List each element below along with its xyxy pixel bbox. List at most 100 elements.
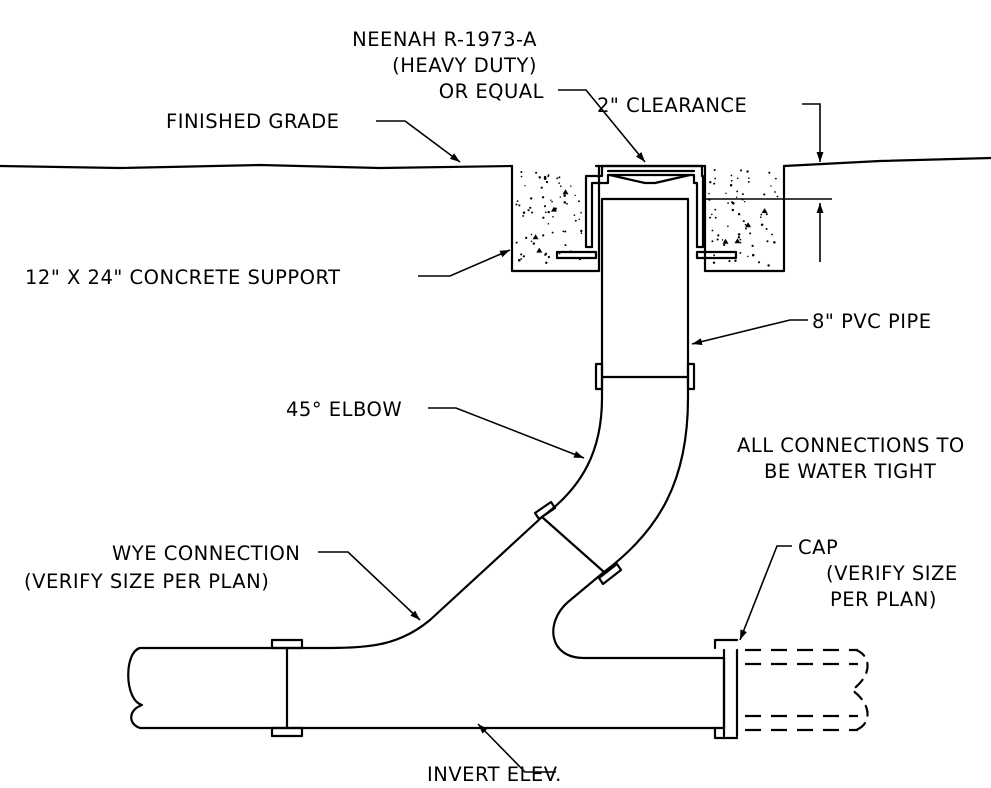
concrete-aggregate-dot	[527, 209, 530, 212]
concrete-aggregate-dot	[520, 258, 523, 260]
concrete-aggregate-dot	[559, 185, 562, 188]
concrete-aggregate-dot	[727, 202, 729, 204]
cap-label-line1: CAP	[798, 536, 838, 559]
concrete-aggregate-dot	[771, 233, 774, 236]
note-line2: BE WATER TIGHT	[764, 460, 936, 483]
concrete-aggregate-dot	[735, 196, 738, 198]
concrete-aggregate-dot	[760, 213, 763, 216]
concrete-aggregate-dot	[768, 171, 771, 174]
concrete-aggregate-dot	[713, 183, 715, 185]
concrete-aggregate-dot	[545, 180, 549, 184]
concrete-aggregate-dot	[744, 223, 747, 226]
concrete-aggregate-dot	[734, 259, 737, 262]
concrete-aggregate-dot	[520, 253, 523, 256]
concrete-aggregate-dot	[763, 193, 766, 196]
concrete-aggregate-dot	[714, 216, 717, 219]
concrete-aggregate-dot	[760, 223, 764, 226]
cap-label-line2: (VERIFY SIZE	[826, 562, 958, 585]
concrete-aggregate-dot	[522, 214, 525, 217]
concrete-aggregate-dot	[558, 176, 561, 179]
concrete-aggregate-dot	[542, 234, 545, 237]
clearance-label: 2" CLEARANCE	[597, 94, 747, 117]
cap	[713, 638, 739, 740]
concrete-aggregate-dot	[573, 214, 576, 217]
concrete-aggregate-triangle	[562, 189, 569, 195]
concrete-aggregate-dot	[741, 193, 744, 196]
concrete-aggregate-dot	[515, 241, 518, 244]
concrete-aggregate-triangle	[761, 208, 768, 214]
concrete-aggregate-dot	[713, 254, 716, 257]
concrete-aggregate-dot	[747, 180, 750, 183]
concrete-aggregate-dot	[711, 213, 713, 216]
concrete-aggregate-dot	[574, 194, 576, 197]
concrete-aggregate-triangle	[536, 247, 543, 253]
concrete-aggregate-dot	[543, 205, 547, 208]
clearance-dimension	[705, 133, 832, 262]
concrete-support-label: 12" X 24" CONCRETE SUPPORT	[25, 266, 341, 289]
concrete-aggregate-dot	[578, 218, 581, 221]
concrete-aggregate-triangle	[551, 206, 557, 212]
concrete-aggregate-dot	[713, 169, 716, 171]
concrete-aggregate-dot	[532, 242, 536, 245]
concrete-aggregate-dot	[522, 211, 526, 214]
concrete-aggregate-dot	[739, 251, 742, 254]
pvc-riser-pipe	[594, 197, 696, 391]
concrete-aggregate-dot	[736, 190, 739, 193]
concrete-aggregate-dot	[563, 201, 567, 204]
invert-elev-label: INVERT ELEV.	[427, 763, 562, 786]
concrete-aggregate-dot	[723, 243, 726, 247]
concrete-aggregate-dot	[558, 182, 560, 184]
concrete-aggregate-dot	[550, 199, 552, 201]
concrete-aggregate-dot	[746, 170, 749, 173]
concrete-aggregate-dot	[566, 202, 568, 205]
concrete-aggregate-dot	[742, 220, 745, 223]
concrete-aggregate-dot	[717, 234, 720, 237]
concrete-aggregate-dot	[730, 179, 733, 182]
concrete-aggregate-dot	[748, 177, 750, 179]
concrete-aggregate-dot	[729, 184, 733, 187]
concrete-aggregate-dot	[530, 240, 533, 243]
concrete-aggregate-dot	[580, 232, 583, 234]
concrete-aggregate-dot	[730, 174, 733, 177]
concrete-aggregate-dot	[530, 233, 533, 236]
concrete-aggregate-dot	[727, 225, 729, 227]
concrete-aggregate-dot	[736, 177, 739, 180]
concrete-aggregate-dot	[708, 192, 710, 195]
concrete-aggregate-triangle	[532, 234, 539, 240]
concrete-aggregate-dot	[551, 231, 554, 234]
concrete-aggregate-dot	[732, 202, 735, 205]
concrete-aggregate-dot	[747, 255, 749, 258]
concrete-aggregate-dot	[541, 196, 545, 199]
concrete-aggregate-dot	[547, 223, 550, 225]
elbow-45	[533, 375, 690, 586]
concrete-aggregate-dot	[551, 200, 553, 203]
concrete-aggregate-dot	[711, 229, 714, 232]
concrete-aggregate-dot	[564, 230, 567, 233]
concrete-aggregate-dot	[520, 170, 523, 174]
concrete-aggregate-dot	[530, 197, 533, 200]
concrete-aggregate-dot	[547, 175, 550, 178]
concrete-aggregate-dot	[759, 216, 762, 219]
concrete-aggregate-dot	[721, 239, 724, 241]
concrete-aggregate-dot	[578, 200, 580, 203]
concrete-aggregate-dot	[564, 244, 567, 247]
concrete-aggregate-dot	[709, 181, 712, 184]
concrete-aggregate-dot	[580, 229, 583, 233]
concrete-aggregate-dot	[540, 186, 543, 189]
concrete-aggregate-dot	[547, 255, 551, 259]
concrete-aggregate-dot	[716, 238, 719, 241]
concrete-aggregate-dot	[563, 194, 566, 197]
concrete-aggregate-dot	[542, 216, 545, 219]
wye-label-line1: WYE CONNECTION	[112, 542, 300, 565]
concrete-aggregate-dot	[531, 211, 534, 214]
concrete-aggregate-dot	[765, 227, 768, 231]
concrete-aggregate-dot	[712, 261, 716, 264]
concrete-aggregate-dot	[757, 261, 761, 264]
concrete-aggregate-dot	[725, 192, 727, 195]
wye-branch	[288, 515, 726, 660]
concrete-aggregate-dot	[518, 204, 521, 207]
concrete-aggregate-dot	[574, 219, 577, 222]
concrete-aggregate-dot	[552, 215, 554, 218]
concrete-aggregate-dot	[538, 176, 541, 179]
